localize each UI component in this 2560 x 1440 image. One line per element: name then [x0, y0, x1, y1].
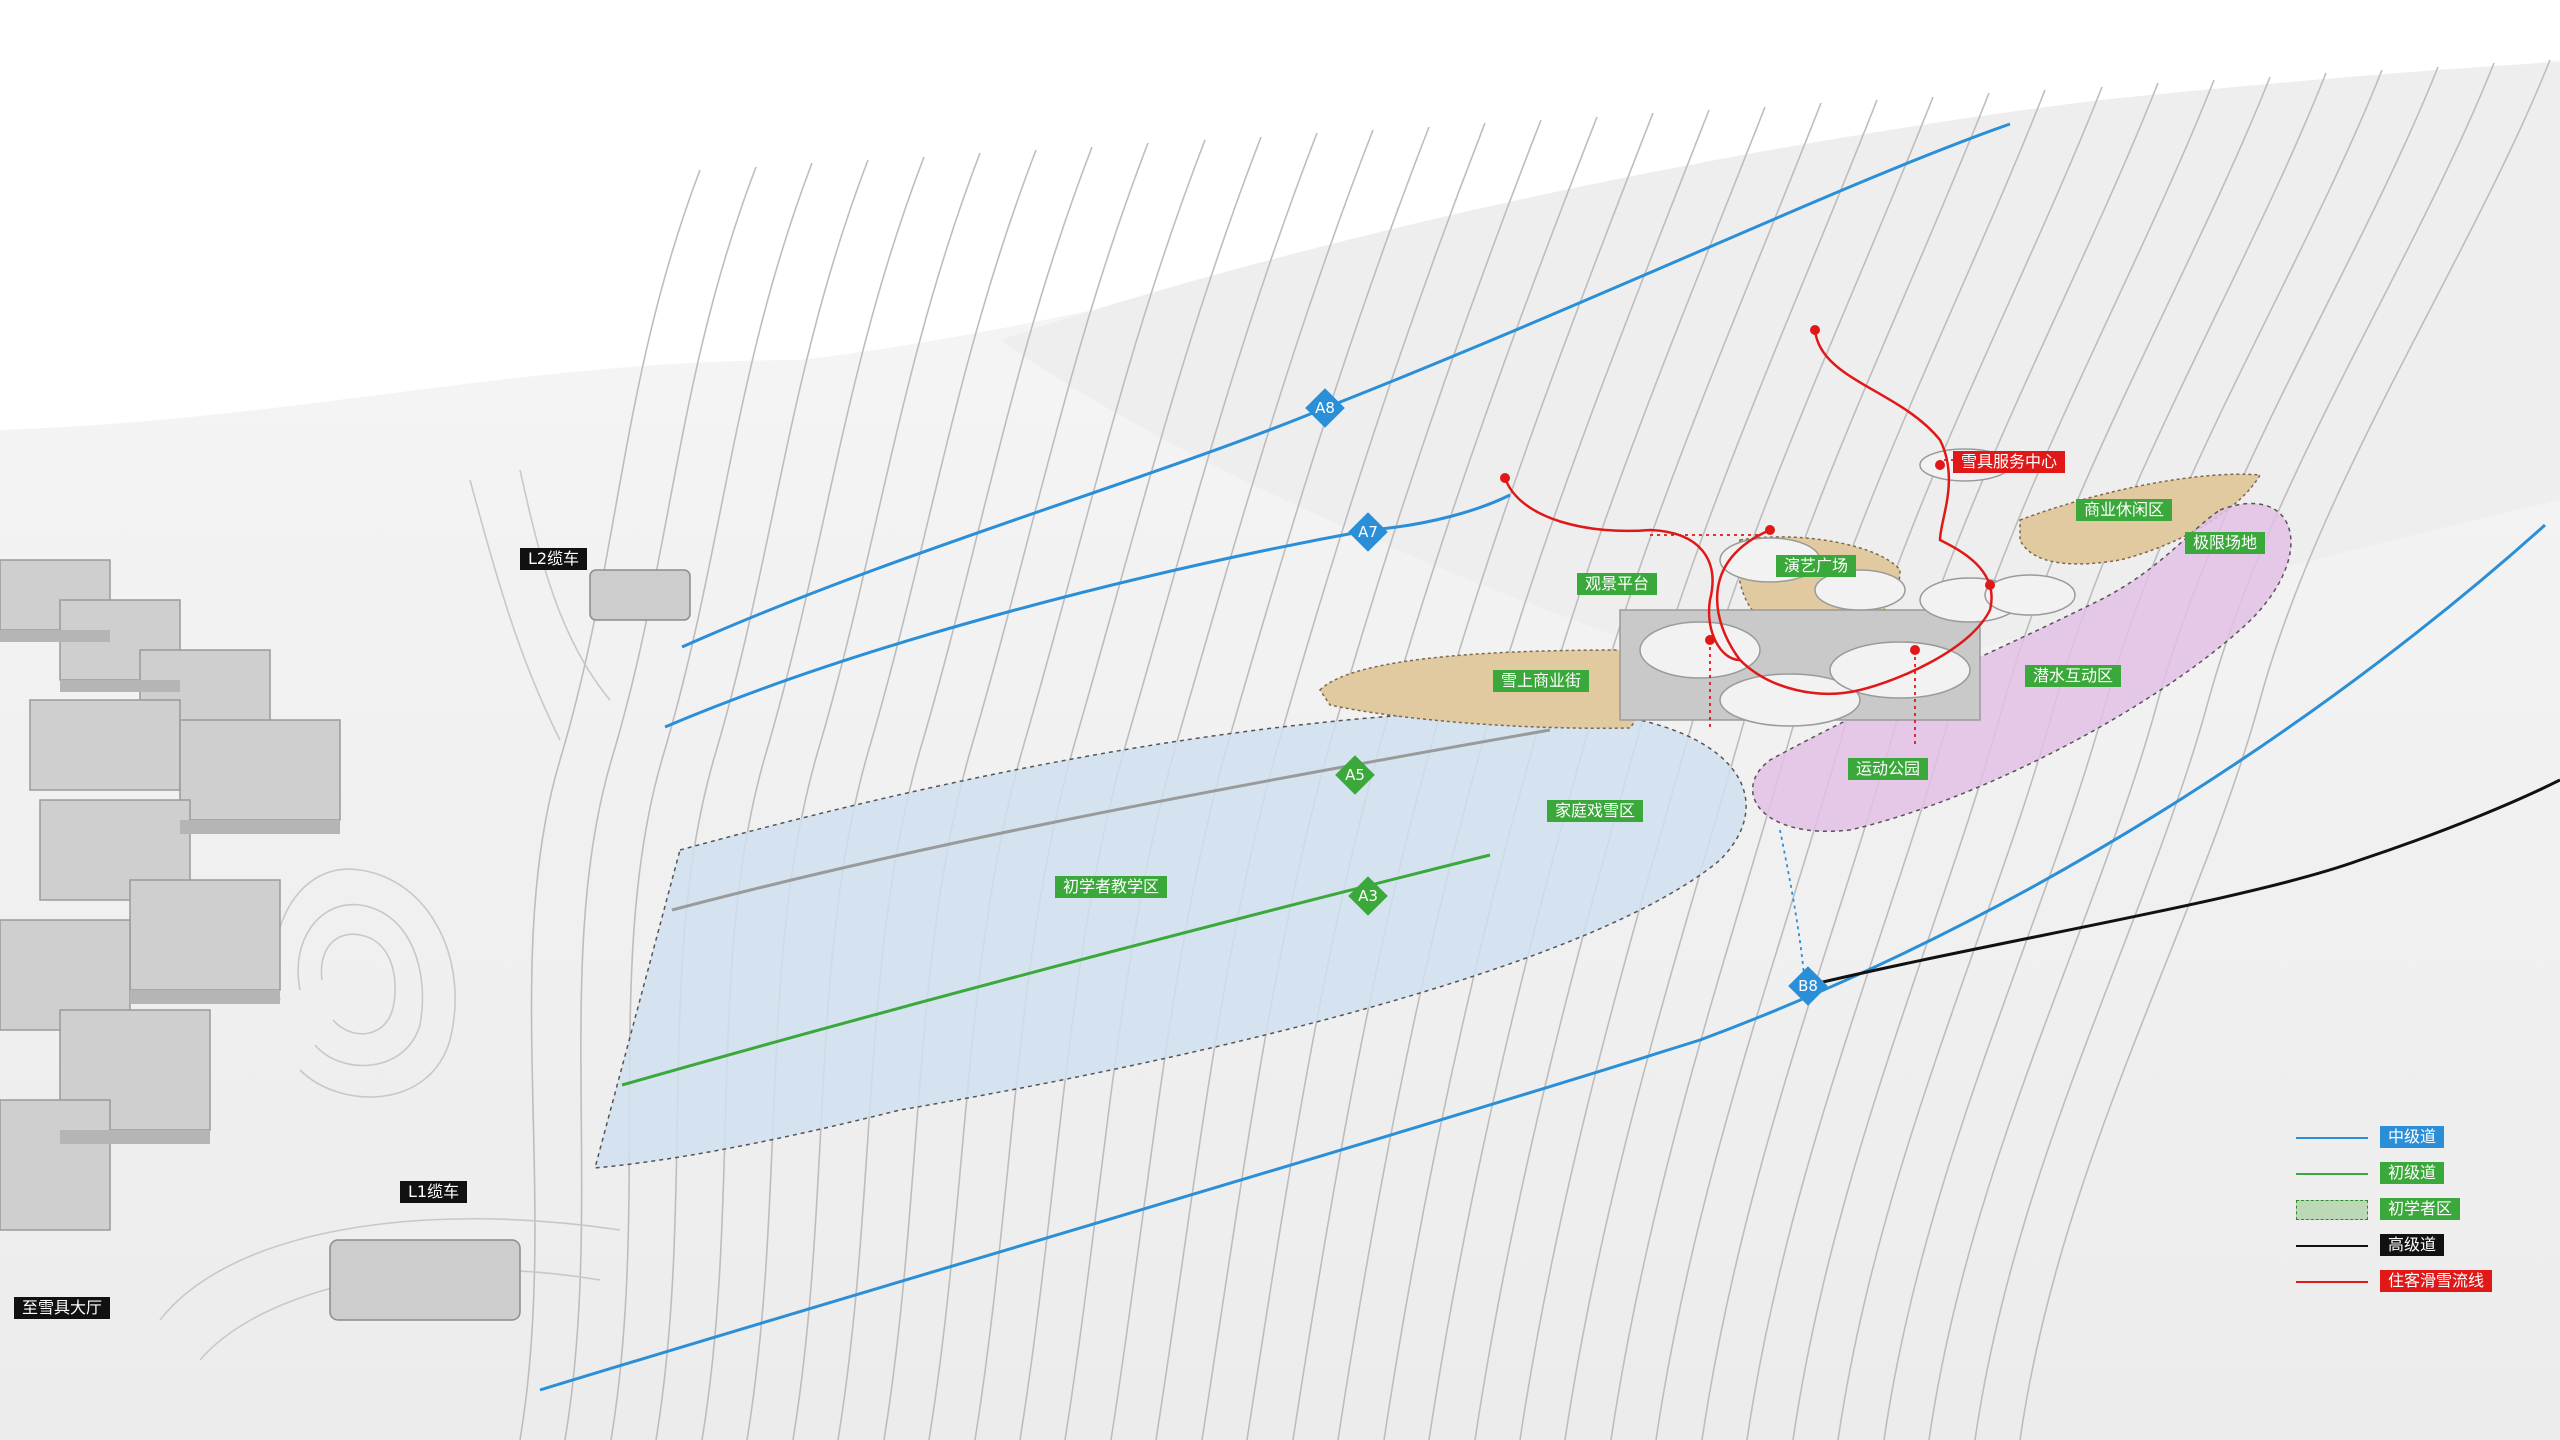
legend-label-beginner-zone: 初学者区 [2380, 1198, 2461, 1220]
label-service-center: 雪具服务中心 [1953, 451, 2066, 473]
label-performance-square: 演艺广场 [1776, 555, 1857, 577]
label-family-zone: 家庭戏雪区 [1547, 800, 1644, 822]
contour-line [655, 159, 869, 1440]
trail-a5 [671, 728, 1551, 912]
contour-line [564, 166, 757, 1440]
legend-item-beginner: 初级道 [2296, 1156, 2536, 1192]
contour-line [837, 146, 1093, 1440]
label-view-platform: 观景平台 [1577, 573, 1658, 595]
trail-advanced [1809, 778, 2560, 987]
sports-park-area [1751, 502, 2292, 832]
legend-label-advanced: 高级道 [2380, 1234, 2445, 1256]
contour-line [974, 136, 1262, 1440]
label-sports-park: 运动公园 [1848, 758, 1929, 780]
trail-a7 [664, 493, 1511, 729]
label-l1-cable: L1缆车 [400, 1181, 468, 1203]
label-snow-street: 雪上商业街 [1493, 670, 1590, 692]
contour-line [1064, 129, 1374, 1440]
trail-marker-a7: A7 [1348, 512, 1388, 552]
legend-item-guest-flow: 住客滑雪流线 [2296, 1264, 2536, 1300]
contour-line [928, 139, 1206, 1440]
guest-flow-nodes [1500, 325, 1995, 655]
label-diving-zone: 潜水互动区 [2025, 665, 2122, 687]
contour-line [519, 169, 701, 1440]
contour-line [883, 142, 1149, 1440]
beginner-zone-area [593, 708, 1747, 1169]
label-to-hall: 至雪具大厅 [14, 1297, 111, 1319]
legend-swatch-beginner-zone [2296, 1200, 2368, 1220]
contour-line [610, 162, 813, 1440]
legend-item-intermediate: 中级道 [2296, 1120, 2536, 1156]
legend: 中级道 初级道 初学者区 高级道 住客滑雪流线 [2296, 1120, 2536, 1300]
contour-rings [159, 469, 621, 1361]
buildings-shading [0, 630, 340, 1144]
legend-label-beginner: 初级道 [2380, 1162, 2445, 1184]
contour-line [746, 152, 981, 1440]
legend-swatch-advanced [2296, 1245, 2368, 1247]
trail-marker-b8: B8 [1788, 966, 1828, 1006]
legend-label-intermediate: 中级道 [2380, 1126, 2445, 1148]
guest-flow-lines [1503, 329, 1993, 695]
trail-marker-a3: A3 [1348, 876, 1388, 916]
contour-line [1928, 66, 2439, 1440]
contour-line [701, 156, 925, 1440]
legend-swatch-intermediate [2296, 1137, 2368, 1139]
trail-marker-a8: A8 [1305, 388, 1345, 428]
contour-line [2019, 59, 2551, 1440]
label-beginner-teaching: 初学者教学区 [1055, 876, 1168, 898]
legend-item-advanced: 高级道 [2296, 1228, 2536, 1264]
cable-stations [329, 569, 691, 1321]
label-l2-cable: L2缆车 [520, 548, 588, 570]
trail-a3 [621, 853, 1491, 1087]
contour-line [792, 149, 1037, 1440]
label-extreme-field: 极限场地 [2185, 532, 2266, 554]
label-commercial-leisure: 商业休闲区 [2076, 499, 2173, 521]
buildings-block [0, 559, 341, 1231]
legend-swatch-guest-flow [2296, 1281, 2368, 1283]
contour-line [1974, 62, 2495, 1440]
trail-b8 [539, 523, 2547, 1392]
contour-line [1019, 132, 1318, 1440]
legend-swatch-beginner [2296, 1173, 2368, 1175]
legend-label-guest-flow: 住客滑雪流线 [2380, 1270, 2493, 1292]
trail-marker-a5: A5 [1335, 755, 1375, 795]
legend-item-beginner-zone: 初学者区 [2296, 1192, 2536, 1228]
